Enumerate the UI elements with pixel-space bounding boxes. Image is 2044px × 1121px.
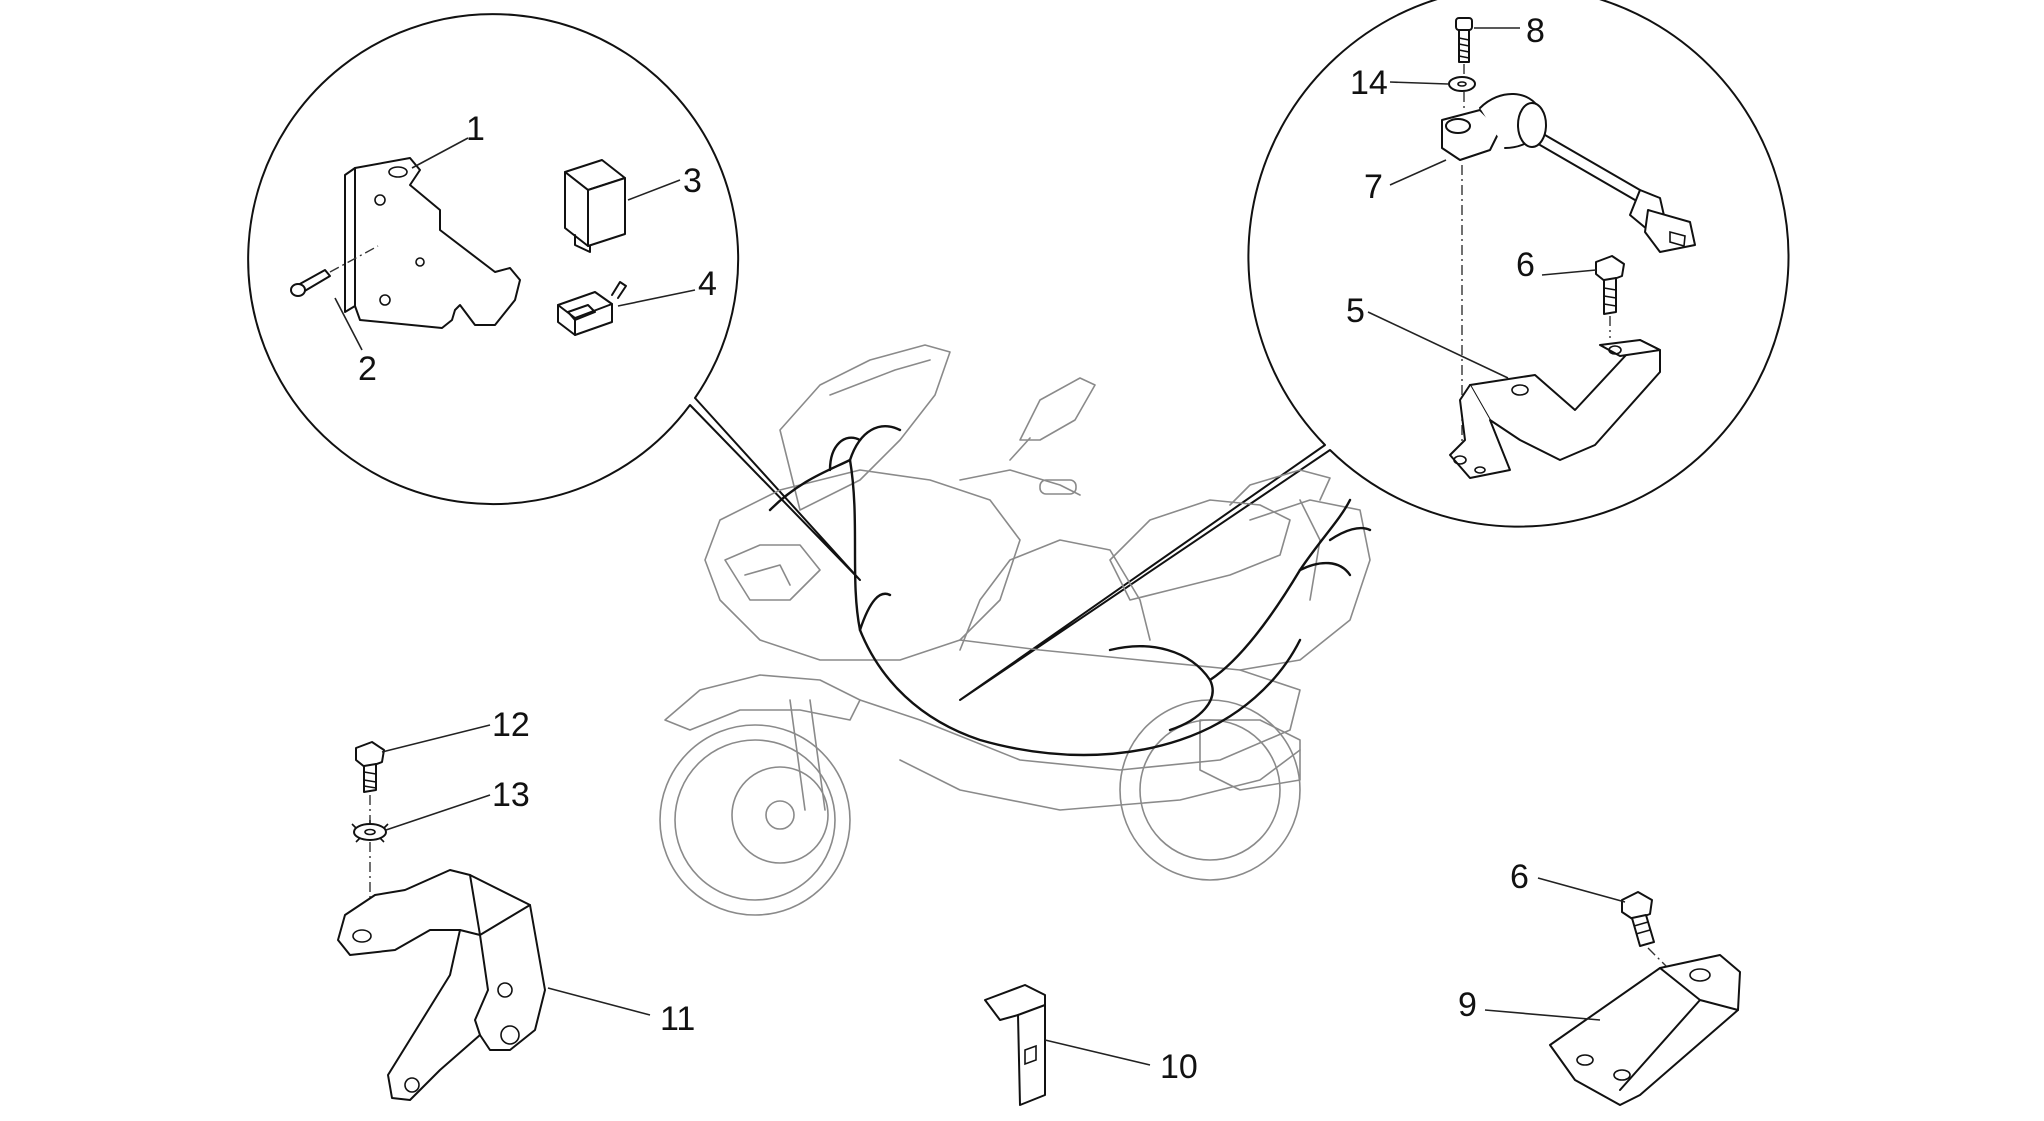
part-6-bolt-upper	[1595, 255, 1625, 338]
part-6-bolt-lower	[1621, 891, 1669, 969]
part-7-sensor	[1441, 93, 1696, 253]
part-14-washer	[1448, 76, 1476, 92]
callout-10: 10	[1160, 1048, 1198, 1086]
callout-1: 1	[466, 110, 485, 148]
part-13-lock-washer	[351, 820, 389, 843]
leader-lines	[334, 27, 1626, 1066]
part-10-bracket	[984, 984, 1046, 1106]
callout-4: 4	[698, 265, 717, 303]
wiring-harness	[768, 425, 1372, 757]
assembly-axis-right	[1461, 64, 1465, 445]
callout-11: 11	[660, 1000, 695, 1038]
callout-14: 14	[1350, 64, 1388, 102]
callout-7: 7	[1364, 168, 1383, 206]
detail-circle-right	[959, 0, 1790, 701]
part-2-screw	[290, 245, 379, 297]
callout-labels: 1 2 3 4 5 6 6 7 8 9 10 11 12 13 14	[358, 12, 1545, 1086]
callout-9: 9	[1458, 986, 1477, 1024]
part-5-bracket	[1449, 339, 1661, 479]
part-8-screw	[1455, 17, 1473, 63]
scooter-outline	[659, 344, 1371, 916]
callout-8: 8	[1526, 12, 1545, 50]
part-1-bracket	[344, 157, 521, 329]
part-4-relay-holder	[557, 281, 627, 336]
part-3-relay	[564, 159, 626, 253]
part-12-bolt	[355, 741, 385, 793]
callout-6-lower: 6	[1510, 858, 1529, 896]
callout-5: 5	[1346, 292, 1365, 330]
part-11-bracket	[337, 869, 546, 1101]
callout-6-upper: 6	[1516, 246, 1535, 284]
detail-circle-left	[247, 13, 861, 581]
callout-13: 13	[492, 776, 530, 814]
callout-3: 3	[683, 162, 702, 200]
callout-2: 2	[358, 350, 377, 388]
part-9-bracket	[1549, 954, 1741, 1106]
callout-12: 12	[492, 706, 530, 744]
